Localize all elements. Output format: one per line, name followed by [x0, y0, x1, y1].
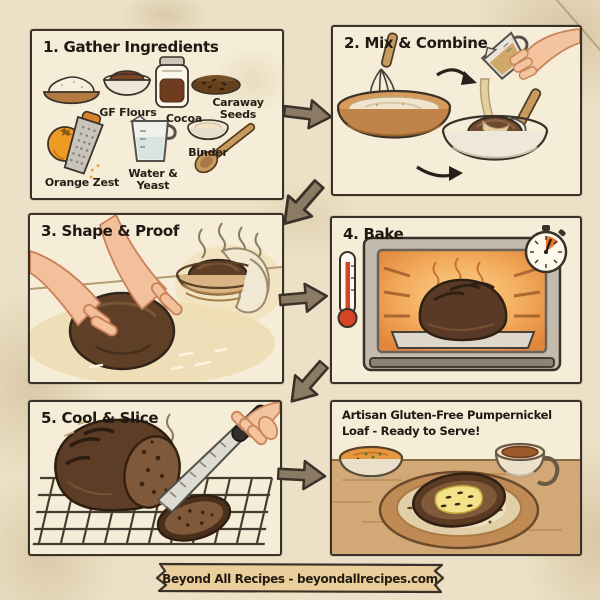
grater-icon: [63, 110, 104, 179]
step-2-title: 2. Mix & Combine: [344, 34, 488, 52]
footer-banner: Beyond All Recipes - beyondallrecipes.co…: [149, 560, 451, 597]
dough-bowl-icon: [441, 88, 549, 161]
plate-icon: [378, 470, 540, 550]
arrow-down-left-icon: [274, 349, 338, 414]
cocoa-bowl-icon: [102, 70, 152, 96]
curved-arrow-icon: [436, 68, 477, 85]
ingredient-label-gf-flours: GF Flours: [99, 106, 157, 119]
serve-title: Artisan Gluten-Free Pumpernickel Loaf - …: [342, 408, 552, 438]
thermometer-icon: [337, 251, 358, 328]
flour-dust: [88, 347, 228, 371]
mixing-bowl-icon: [336, 89, 452, 139]
slicing-hand-icon: [230, 402, 280, 446]
ingredients-illustration: [42, 56, 256, 179]
buttered-slice-icon: [411, 472, 507, 528]
panel-step-3-shape-proof: 3. Shape & Proof: [28, 213, 284, 384]
panel-step-4-bake: 4. Bake: [330, 216, 582, 384]
panel-step-1-gather-ingredients: 1. Gather Ingredients: [30, 29, 292, 200]
proofing-basket-icon: [175, 247, 270, 314]
curved-arrow-icon: [416, 165, 463, 181]
ingredient-label-caraway-seeds: Caraway Seeds: [212, 96, 264, 121]
ingredient-label-water-yeast: Water & Yeast: [128, 167, 178, 192]
measuring-cup-icon: [129, 115, 177, 162]
arrow-down-left-icon: [266, 168, 334, 238]
step-3-title: 3. Shape & Proof: [41, 222, 180, 240]
banner-ribbon-icon: [155, 562, 445, 594]
shaping-illustration: [30, 215, 282, 382]
ingredient-label-orange-zest: Orange Zest: [44, 176, 120, 189]
panel-step-5-cool-slice: 5. Cool & Slice: [28, 400, 282, 556]
ingredient-label-cocoa: Cocoa: [165, 112, 203, 125]
caraway-seeds-icon: [191, 75, 241, 95]
ingredient-label-binder: Binder: [188, 146, 228, 159]
soup-bowl-icon: [338, 445, 404, 479]
flour-bowl-icon: [42, 76, 101, 105]
binder-bowl-icon: [187, 119, 229, 141]
oven-icon: [362, 236, 562, 372]
panel-step-2-mix-combine: 2. Mix & Combine: [331, 25, 582, 196]
panel-ready-to-serve: Artisan Gluten-Free Pumpernickel Loaf - …: [330, 400, 582, 556]
bread-loaf-icon: [418, 278, 508, 342]
step-5-title: 5. Cool & Slice: [41, 409, 159, 427]
mixing-illustration: [336, 28, 580, 181]
arrow-right-icon: [276, 457, 328, 498]
baking-illustration: [337, 225, 568, 372]
footer-text: Beyond All Recipes - beyondallrecipes.co…: [162, 571, 438, 586]
cocoa-jar-icon: [155, 56, 189, 108]
wooden-spoon-icon: [194, 122, 256, 174]
arrow-right-icon: [277, 279, 330, 321]
timer-icon: [524, 225, 568, 274]
step-1-title: 1. Gather Ingredients: [43, 38, 219, 56]
arrow-right-icon: [281, 94, 335, 138]
step-4-title: 4. Bake: [343, 225, 404, 243]
